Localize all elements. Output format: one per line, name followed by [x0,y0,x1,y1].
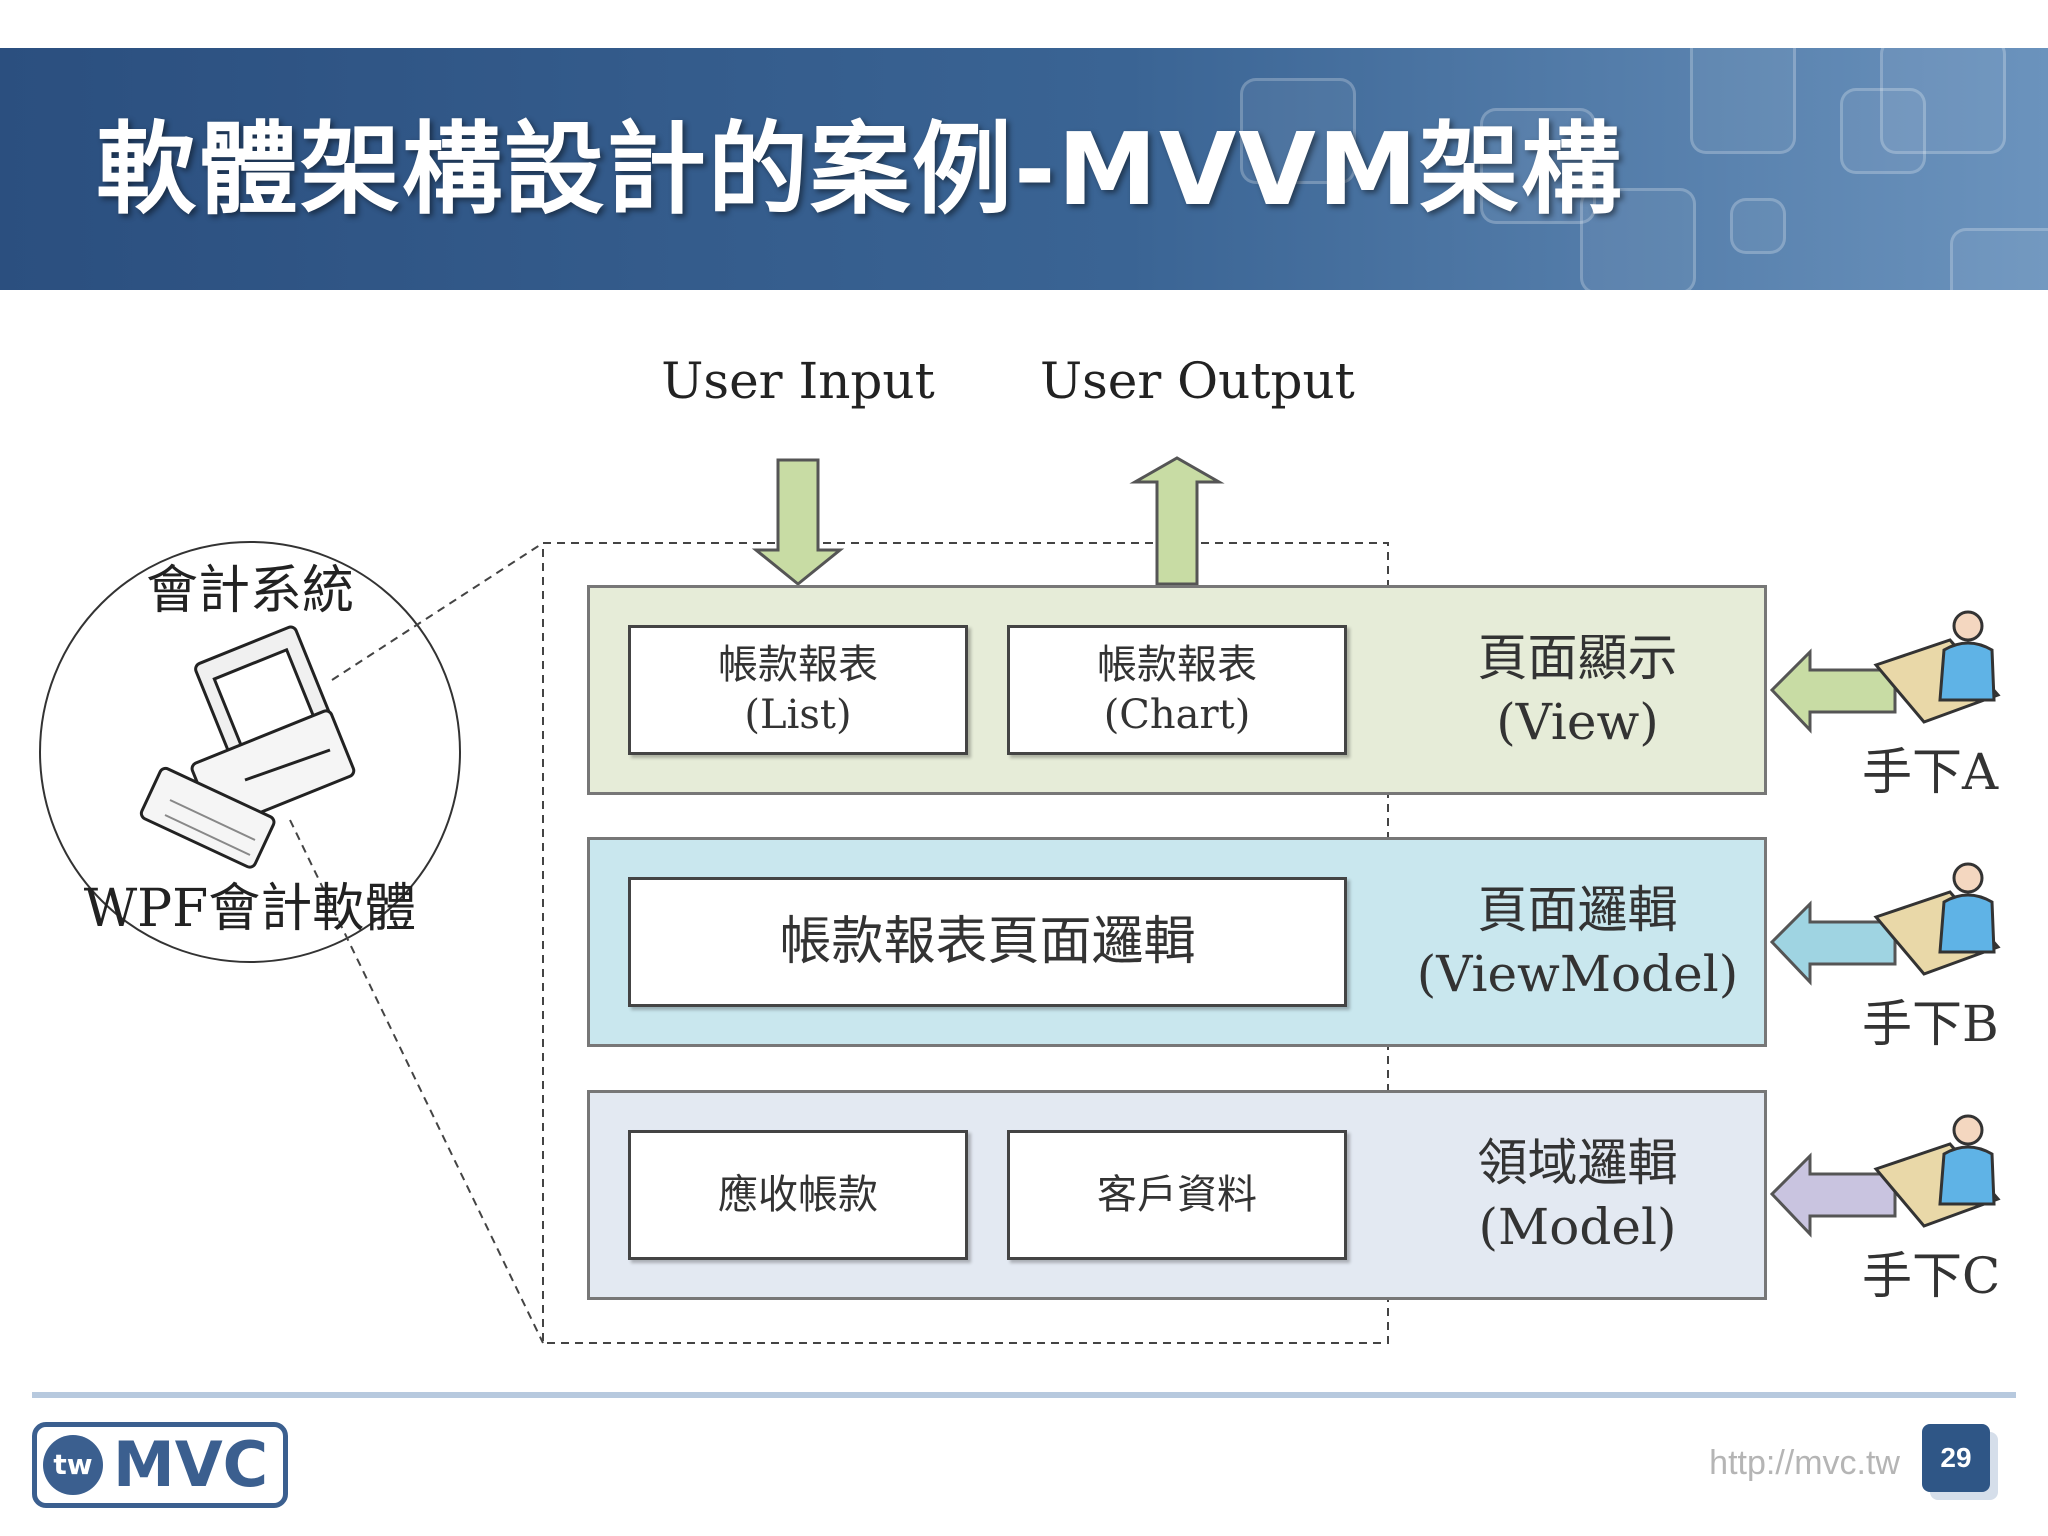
decor-square [1690,48,1796,154]
decor-square [1880,48,2006,154]
worker-b-label: 手下B [1862,995,1999,1053]
viewmodel-layer-title: 頁面邏輯 (ViewModel) [1390,878,1765,1006]
dashed-frame [542,542,1389,1344]
model-receivables-box: 應收帳款 [628,1130,968,1260]
logo-badge: tw [43,1435,103,1495]
view-chart-title: 帳款報表 [1097,642,1257,688]
decor-square [1580,188,1696,290]
model-customers-box: 客戶資料 [1007,1130,1347,1260]
view-layer-title: 頁面顯示 (View) [1390,626,1765,754]
worker-a-label: 手下A [1862,743,1999,801]
model-receivables-title: 應收帳款 [718,1172,878,1218]
header-banner: 軟體架構設計的案例-MVVM架構 [0,48,2048,290]
system-title: 會計系統 [145,561,354,621]
footer-url: http://mvc.tw [1709,1444,1900,1482]
output-arrow-icon [1129,456,1225,586]
worker-c-icon [1873,1114,2001,1228]
computer-icon [139,625,356,869]
decor-square [1730,198,1786,254]
model-layer-role: (Model) [1478,1198,1677,1256]
worker-c-label: 手下C [1862,1247,2001,1305]
user-input-label: User Input [661,352,935,410]
view-layer-role: (View) [1496,693,1659,751]
page-number: 29 [1922,1424,1990,1492]
user-output-label: User Output [1040,352,1355,410]
view-list-subtitle: (List) [744,692,852,738]
viewmodel-layer-name: 頁面邏輯 [1477,881,1678,939]
decor-square [1480,108,1596,224]
worker-c-arrow-icon [1769,1152,1897,1238]
viewmodel-layer-role: (ViewModel) [1416,945,1739,1003]
system-circle [39,541,461,963]
footer-divider [32,1392,2016,1398]
system-subtitle: WPF會計軟體 [83,879,417,939]
decor-square [1950,228,2048,290]
mvc-logo: tw MVC [32,1422,288,1508]
view-layer-name: 頁面顯示 [1477,629,1678,687]
worker-a-icon [1873,610,2001,724]
decor-square [1840,88,1926,174]
view-list-title: 帳款報表 [718,642,878,688]
worker-a-arrow-icon [1769,648,1897,734]
view-chart-subtitle: (Chart) [1103,692,1251,738]
logo-text: MVC [113,1428,269,1501]
model-layer-title: 領域邏輯 (Model) [1390,1131,1765,1259]
worker-b-arrow-icon [1769,900,1897,986]
worker-b-icon [1873,862,2001,976]
view-chart-box: 帳款報表 (Chart) [1007,625,1347,755]
input-arrow-icon [751,458,845,586]
viewmodel-logic-title: 帳款報表頁面邏輯 [779,912,1196,972]
view-list-box: 帳款報表 (List) [628,625,968,755]
page-title: 軟體架構設計的案例-MVVM架構 [96,111,1624,228]
decor-square [1240,78,1356,184]
model-customers-title: 客戶資料 [1097,1172,1257,1218]
model-layer-name: 領域邏輯 [1477,1134,1678,1192]
viewmodel-logic-box: 帳款報表頁面邏輯 [628,877,1347,1007]
